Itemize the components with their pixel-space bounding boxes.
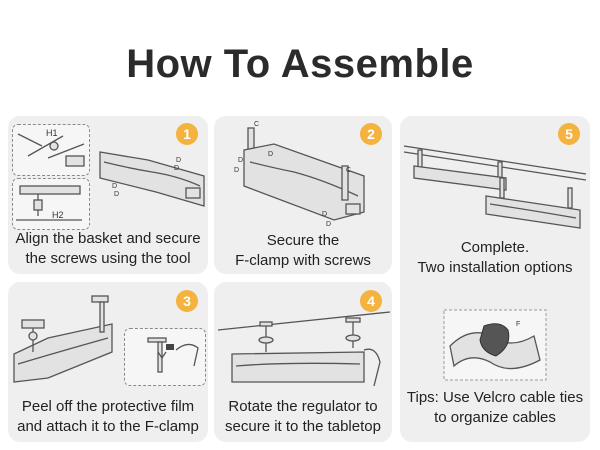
step-1-inset-h1 (12, 124, 90, 176)
label-f: F (516, 321, 520, 328)
step-5-complete-caption: Complete. Two installation options (400, 238, 590, 278)
step-1-caption: Align the basket and secure the screws u… (8, 229, 208, 269)
svg-text:C: C (346, 167, 351, 174)
step-5-badge: 5 (558, 123, 580, 145)
svg-text:D: D (112, 183, 117, 190)
svg-text:D: D (238, 157, 243, 164)
step-5-tip-line1: Tips: Use Velcro cable ties (406, 389, 584, 406)
svg-text:D: D (322, 211, 327, 218)
step-2-caption: Secure the F-clamp with screws (214, 231, 392, 271)
step-1-badge: 1 (176, 123, 198, 145)
step-1-illustration: H1 H2 DD DD (16, 128, 205, 221)
step-4-card: 4 Rotate the regulator to secure it to t… (214, 282, 392, 442)
step-3-illustration (13, 295, 199, 383)
svg-text:D: D (114, 191, 119, 198)
step-3-caption-line2: and attach it to the F-clamp (17, 418, 199, 435)
step-5-tip-line2: to organize cables (434, 409, 556, 426)
step-2-illustration: C C DD D DD (234, 121, 365, 228)
label-h2: H2 (52, 210, 64, 220)
step-1-caption-line1: Align the basket and secure (15, 230, 201, 247)
step-5-card: 5 Complete. Two installation options F T… (400, 116, 590, 442)
step-4-caption-line1: Rotate the regulator to (228, 398, 378, 415)
step-4-badge: 4 (360, 290, 382, 312)
step-5-complete-line1: Complete. (460, 239, 530, 256)
step-2-badge: 2 (360, 123, 382, 145)
svg-text:C: C (254, 121, 259, 128)
svg-text:D: D (326, 221, 331, 228)
step-2-caption-line2: F-clamp with screws (235, 252, 371, 269)
step-4-illustration (217, 311, 391, 387)
step-5-illustration-installation (403, 145, 587, 229)
step-3-caption: Peel off the protective film and attach … (8, 397, 208, 437)
label-h1: H1 (46, 128, 58, 138)
svg-text:D: D (174, 165, 179, 172)
step-3-badge: 3 (176, 290, 198, 312)
step-5-tip: Tips: Use Velcro cable ties to organize … (400, 388, 590, 428)
step-4-caption: Rotate the regulator to secure it to the… (214, 397, 392, 437)
svg-text:D: D (268, 151, 273, 158)
step-4-caption-line2: secure it to the tabletop (225, 418, 381, 435)
step-3-card: 3 Peel off the protective film and attac… (8, 282, 208, 442)
step-3-caption-line1: Peel off the protective film (21, 398, 195, 415)
velcro-cable-tie-illustration: F (443, 309, 547, 381)
step-5-complete-line2: Two installation options (417, 259, 573, 276)
svg-text:D: D (234, 167, 239, 174)
step-1-caption-line2: the screws using the tool (25, 250, 191, 267)
svg-text:D: D (176, 157, 181, 164)
page-title: How To Assemble (126, 42, 474, 86)
step-2-caption-line1: Secure the (266, 232, 340, 249)
